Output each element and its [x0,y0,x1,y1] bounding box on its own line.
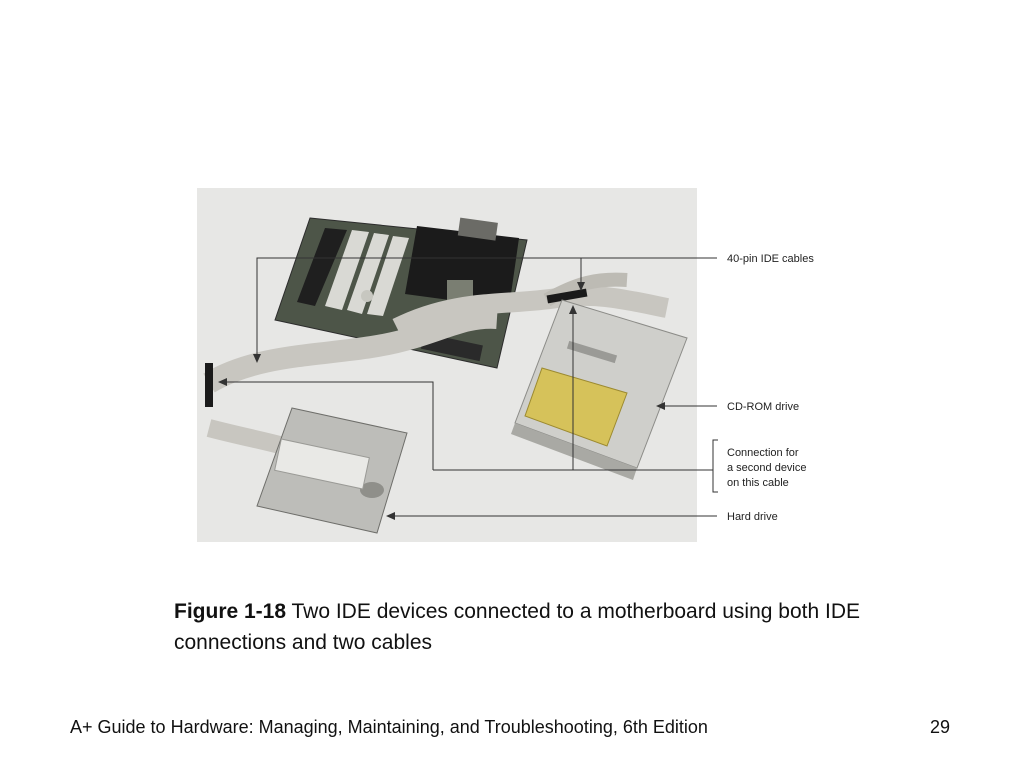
caption-text: Two IDE devices connected to a motherboa… [174,600,860,654]
callout-ide-cables: 40-pin IDE cables [727,253,814,265]
motherboard-image [274,217,528,369]
callout-cdrom-drive: CD-ROM drive [727,401,799,413]
figure-1-18: 40-pin IDE cables CD-ROM drive Connectio… [197,188,829,542]
callout-hard-drive: Hard drive [727,511,778,523]
figure-caption: Figure 1-18 Two IDE devices connected to… [174,596,874,658]
figure-illustration: 40-pin IDE cables CD-ROM drive Connectio… [197,188,829,542]
pointer-lines [218,257,718,520]
callout-panel [697,188,829,542]
caption-label: Figure 1-18 [174,600,287,623]
footer-book-title: A+ Guide to Hardware: Managing, Maintain… [70,717,708,737]
callout-connection-line-3: on this cable [727,477,789,489]
ide-cables-image [203,272,669,459]
page-number: 29 [930,717,951,737]
hard-drive-image [256,407,408,534]
callout-connection-line-1: Connection for [727,447,799,459]
cdrom-drive-image [511,299,688,480]
callout-connection-line-2: a second device [727,462,807,474]
